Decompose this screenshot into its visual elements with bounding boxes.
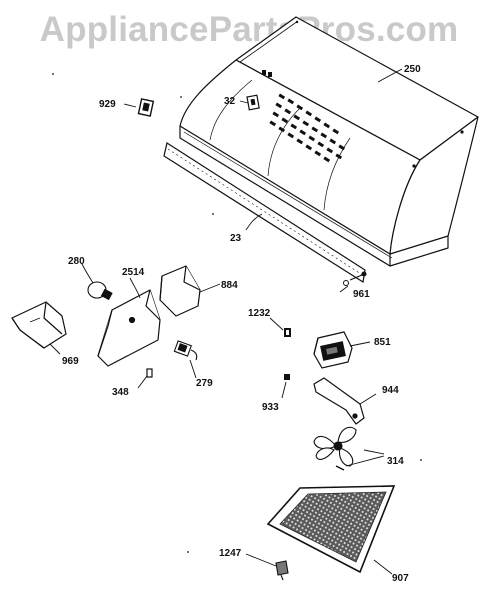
label-907: 907 xyxy=(392,573,409,584)
leader-lines xyxy=(49,68,403,575)
grease-filter xyxy=(266,485,396,574)
fan-motor xyxy=(313,331,353,369)
hood-switch-opening xyxy=(246,20,464,168)
label-250: 250 xyxy=(404,64,421,75)
fan-blade xyxy=(313,426,357,471)
label-961: 961 xyxy=(353,289,370,300)
switch-part xyxy=(137,98,155,117)
lamp-socket xyxy=(173,340,198,361)
terminal-part xyxy=(284,328,291,337)
label-929: 929 xyxy=(99,99,116,110)
part-labels: 250 929 32 23 280 2514 884 961 1232 851 … xyxy=(62,64,421,584)
front-trim xyxy=(163,142,366,283)
watermark: AppliancePartsPros.com xyxy=(39,10,459,49)
filter-clip xyxy=(275,560,289,581)
label-2514: 2514 xyxy=(122,267,145,278)
hood-body xyxy=(179,16,479,267)
label-348: 348 xyxy=(112,387,129,398)
label-944: 944 xyxy=(382,385,399,396)
light-shield xyxy=(11,301,67,349)
label-1232: 1232 xyxy=(248,308,271,319)
label-1247: 1247 xyxy=(219,548,242,559)
screw-part xyxy=(343,271,367,286)
motor-bracket xyxy=(313,377,365,425)
label-314: 314 xyxy=(387,456,404,467)
cover-plate xyxy=(159,265,201,317)
label-280: 280 xyxy=(68,256,85,267)
lamp-bracket xyxy=(97,289,161,367)
grommet-part xyxy=(284,374,290,380)
label-933: 933 xyxy=(262,402,279,413)
label-32: 32 xyxy=(224,96,236,107)
specks xyxy=(52,73,422,553)
clip-part xyxy=(146,368,153,378)
light-bulb xyxy=(87,281,113,301)
label-969: 969 xyxy=(62,356,79,367)
label-279: 279 xyxy=(196,378,213,389)
hood-vents xyxy=(269,93,346,163)
label-884: 884 xyxy=(221,280,238,291)
label-851: 851 xyxy=(374,337,391,348)
label-23: 23 xyxy=(230,233,242,244)
